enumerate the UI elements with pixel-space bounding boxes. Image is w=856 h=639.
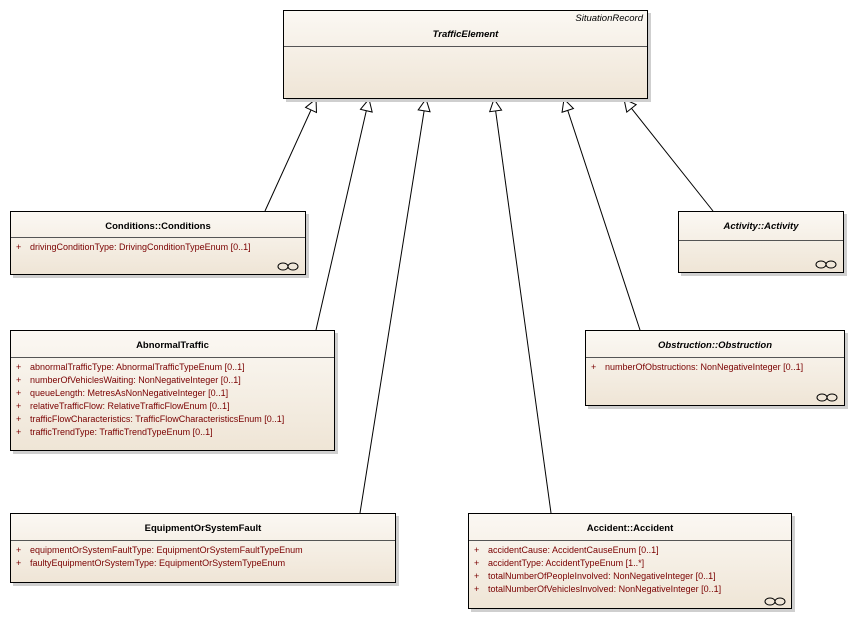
- attribute-row[interactable]: +accidentCause: AccidentCauseEnum [0..1]: [474, 545, 659, 555]
- attribute-row[interactable]: +totalNumberOfVehiclesInvolved: NonNegat…: [474, 584, 722, 594]
- class-header: Conditions::Conditions: [11, 212, 305, 238]
- attribute-list: +equipmentOrSystemFaultType: EquipmentOr…: [11, 541, 395, 570]
- attribute-list: +numberOfObstructions: NonNegativeIntege…: [586, 358, 844, 374]
- abnormal-generalization: [315, 99, 369, 331]
- traffic-element-class[interactable]: SituationRecord TrafficElement: [283, 10, 648, 99]
- accident-generalization: [494, 99, 552, 514]
- class-name: Obstruction::Obstruction: [658, 340, 772, 351]
- conditions-generalization: [264, 99, 316, 212]
- conditions-class[interactable]: Conditions::Conditions +drivingCondition…: [10, 211, 306, 275]
- attribute-row[interactable]: +numberOfVehiclesWaiting: NonNegativeInt…: [16, 375, 241, 385]
- stereotype-label: SituationRecord: [575, 13, 643, 24]
- attribute-row[interactable]: +abnormalTrafficType: AbnormalTrafficTyp…: [16, 362, 245, 372]
- class-name: Activity::Activity: [723, 221, 799, 232]
- attribute-list: +accidentCause: AccidentCauseEnum [0..1]…: [469, 541, 791, 596]
- attribute-list: +drivingConditionType: DrivingConditionT…: [11, 238, 305, 254]
- fault-generalization: [359, 99, 426, 514]
- activity-class[interactable]: Activity::Activity: [678, 211, 844, 273]
- accident-class[interactable]: Accident::Accident +accidentCause: Accid…: [468, 513, 792, 609]
- attribute-row[interactable]: +relativeTrafficFlow: RelativeTrafficFlo…: [16, 401, 230, 411]
- class-name: Accident::Accident: [586, 523, 674, 534]
- attribute-list: +abnormalTrafficType: AbnormalTrafficTyp…: [11, 358, 334, 439]
- attribute-row[interactable]: +trafficTrendType: TrafficTrendTypeEnum …: [16, 427, 213, 437]
- attribute-row[interactable]: +numberOfObstructions: NonNegativeIntege…: [591, 362, 804, 372]
- abnormal-traffic-class[interactable]: AbnormalTraffic +abnormalTrafficType: Ab…: [10, 330, 335, 451]
- class-name: TrafficElement: [432, 29, 499, 40]
- class-header: SituationRecord TrafficElement: [284, 11, 647, 47]
- chain-link-icon: [277, 262, 299, 271]
- chain-link-icon: [764, 597, 786, 606]
- attribute-row[interactable]: +equipmentOrSystemFaultType: EquipmentOr…: [16, 545, 303, 555]
- obstruction-generalization: [564, 99, 641, 331]
- class-header: EquipmentOrSystemFault: [11, 514, 395, 541]
- attribute-row[interactable]: +drivingConditionType: DrivingConditionT…: [16, 242, 251, 252]
- attribute-row[interactable]: +queueLength: MetresAsNonNegativeInteger…: [16, 388, 229, 398]
- class-header: AbnormalTraffic: [11, 331, 334, 358]
- attribute-list: [679, 241, 843, 244]
- attribute-row[interactable]: +accidentType: AccidentTypeEnum [1..*]: [474, 558, 645, 568]
- activity-generalization: [624, 99, 714, 212]
- chain-link-icon: [815, 260, 837, 269]
- chain-link-icon: [816, 393, 838, 402]
- class-name: AbnormalTraffic: [136, 340, 209, 351]
- obstruction-class[interactable]: Obstruction::Obstruction +numberOfObstru…: [585, 330, 845, 406]
- equipment-or-system-fault-class[interactable]: EquipmentOrSystemFault +equipmentOrSyste…: [10, 513, 396, 583]
- class-header: Obstruction::Obstruction: [586, 331, 844, 358]
- class-body: [284, 47, 647, 50]
- class-name: Conditions::Conditions: [105, 221, 211, 232]
- attribute-row[interactable]: +totalNumberOfPeopleInvolved: NonNegativ…: [474, 571, 716, 581]
- attribute-row[interactable]: +trafficFlowCharacteristics: TrafficFlow…: [16, 414, 285, 424]
- class-name: EquipmentOrSystemFault: [144, 523, 262, 534]
- class-header: Activity::Activity: [679, 212, 843, 241]
- attribute-row[interactable]: +faultyEquipmentOrSystemType: EquipmentO…: [16, 558, 286, 568]
- class-header: Accident::Accident: [469, 514, 791, 541]
